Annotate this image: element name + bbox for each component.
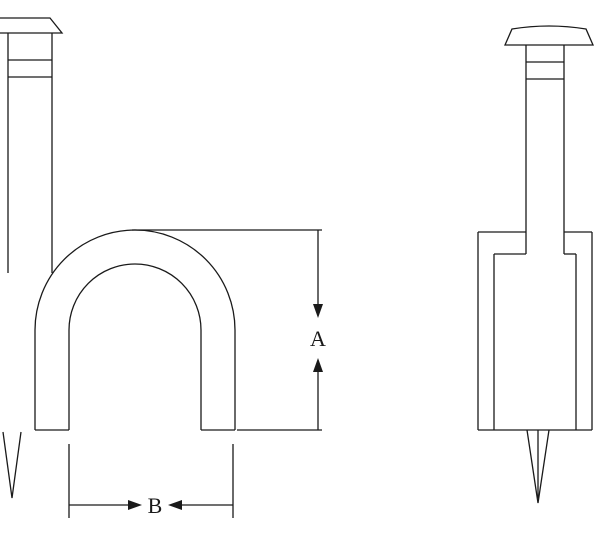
side-nail-spike <box>526 429 550 504</box>
dim-a-arrow-up-icon <box>313 358 323 372</box>
dimension-b-label: B <box>148 493 163 518</box>
front-nail-head <box>0 17 64 34</box>
dim-b-arrow-left-icon <box>168 500 182 510</box>
drawing-fills: A B <box>128 304 326 518</box>
dim-b-arrow-right-icon <box>128 500 142 510</box>
side-view <box>477 25 594 504</box>
drawing-strokes <box>0 17 594 518</box>
side-nail-head <box>504 25 594 46</box>
front-nail-spike <box>2 431 22 499</box>
dim-a-arrow-down-icon <box>313 304 323 318</box>
dimension-a-label: A <box>310 326 326 351</box>
dimension-a <box>132 229 322 431</box>
clip-arch-inner-profile <box>68 263 202 430</box>
dimension-b <box>68 444 234 518</box>
